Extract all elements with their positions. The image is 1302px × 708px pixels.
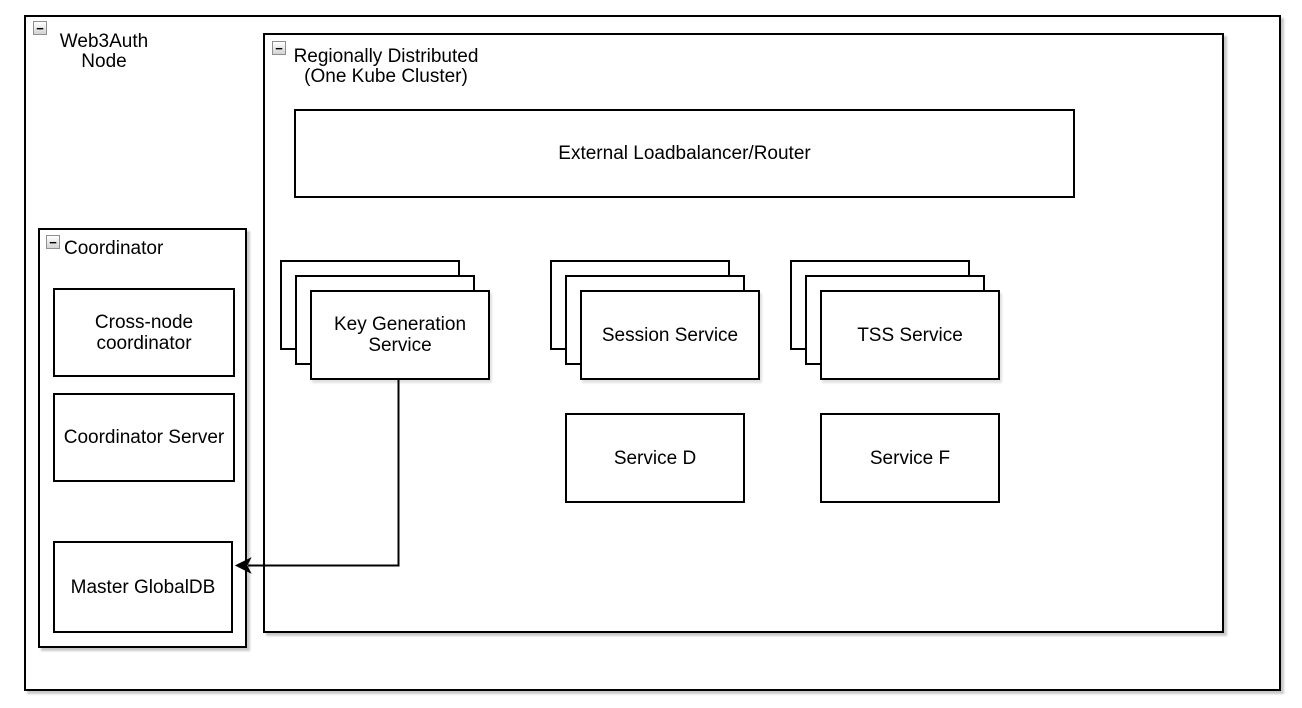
collapse-icon[interactable]: −: [46, 235, 60, 249]
box-service-f-label: Service F: [869, 447, 951, 469]
container-web3auth-node: − Web3Auth Node − Coordinator Cross-node…: [24, 15, 1281, 691]
stack-layer-front: Session Service: [580, 290, 760, 380]
container-coordinator: − Coordinator Cross-node coordinator Coo…: [38, 228, 247, 648]
stack-layer-front: TSS Service: [820, 290, 1000, 380]
container-regionally-distributed: − Regionally Distributed (One Kube Clust…: [263, 33, 1224, 633]
container-regionally-distributed-label: Regionally Distributed (One Kube Cluster…: [293, 46, 479, 87]
box-tss-service-label: TSS Service: [857, 324, 963, 346]
container-web3auth-node-label: Web3Auth Node: [59, 31, 149, 72]
collapse-icon[interactable]: −: [272, 41, 286, 55]
stack-layer-front: Key Generation Service: [310, 290, 490, 380]
box-service-d-label: Service D: [613, 447, 697, 469]
box-coordinator-server: Coordinator Server: [53, 393, 235, 482]
box-cross-node-coordinator: Cross-node coordinator: [53, 288, 235, 377]
box-key-generation-service-label: Key Generation Service: [333, 314, 467, 356]
box-service-d: Service D: [565, 413, 745, 503]
box-session-service-label: Session Service: [601, 324, 739, 346]
collapse-icon[interactable]: −: [33, 21, 47, 35]
box-external-loadbalancer: External Loadbalancer/Router: [294, 109, 1075, 198]
stack-tss-service: TSS Service: [790, 260, 1000, 380]
box-master-globaldb-label: Master GlobalDB: [70, 576, 216, 598]
box-master-globaldb: Master GlobalDB: [53, 541, 233, 633]
box-service-f: Service F: [820, 413, 1000, 503]
box-external-loadbalancer-label: External Loadbalancer/Router: [558, 143, 811, 164]
container-coordinator-label: Coordinator: [64, 238, 164, 259]
box-coordinator-server-label: Coordinator Server: [63, 427, 225, 448]
box-cross-node-coordinator-label: Cross-node coordinator: [94, 311, 194, 354]
stack-session-service: Session Service: [550, 260, 760, 380]
stack-key-generation-service: Key Generation Service: [280, 260, 490, 380]
